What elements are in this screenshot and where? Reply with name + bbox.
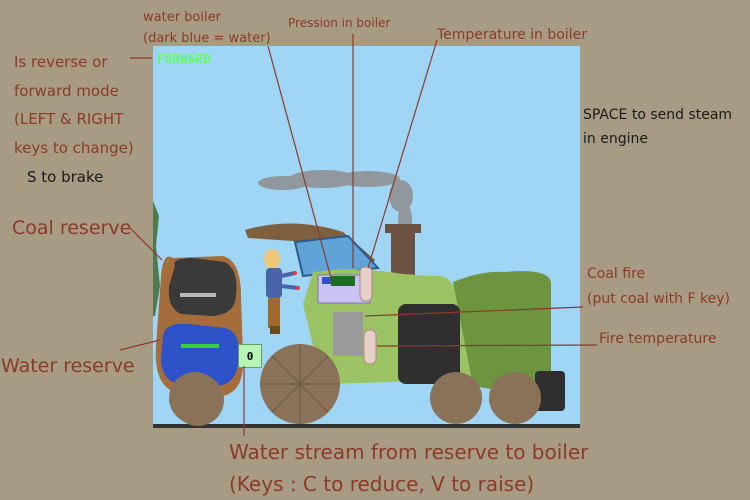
coal-reserve: [168, 258, 237, 316]
loco-wheel-front: [489, 372, 541, 424]
firebox-grille: [398, 304, 460, 384]
pression-gauge: [331, 276, 355, 286]
water-reserve-gauge: [181, 344, 219, 348]
water-reserve: [161, 323, 240, 386]
water-stream-value[interactable]: 0: [238, 344, 262, 368]
loco-wheel-mid: [430, 372, 482, 424]
space-steam-note: SPACE to send steam in engine: [583, 107, 733, 147]
water-stream-note: Water stream from reserve to boiler (Key…: [229, 440, 589, 496]
chimney-top: [385, 224, 421, 233]
fire-temperature-note: Fire temperature: [599, 331, 717, 347]
ground-line: [153, 424, 580, 428]
tender-wheel: [172, 374, 224, 426]
game-scene[interactable]: [153, 46, 580, 428]
coal-reserve-note: Coal reserve: [12, 217, 132, 239]
fire-temperature-gauge: [363, 329, 377, 365]
temperature-note: Temperature in boiler: [437, 27, 587, 43]
front-buffer: [535, 371, 565, 411]
water-reserve-note: Water reserve: [1, 355, 135, 377]
reverse-mode-note: Is reverse or forward mode (LEFT & RIGHT…: [14, 53, 134, 157]
pression-note: Pression in boiler: [288, 16, 391, 30]
coal-reserve-gauge: [180, 293, 216, 297]
direction-mode-indicator[interactable]: FORWARD: [157, 52, 212, 66]
temperature-gauge: [359, 266, 373, 302]
coal-fire-note: Coal fire (put coal with F key): [587, 266, 730, 307]
locomotive-front: [453, 271, 551, 391]
water-boiler-note: water boiler (dark blue = water): [143, 10, 271, 46]
chimney: [391, 228, 415, 276]
brake-note: S to brake: [27, 168, 104, 186]
wheel-spokes: [260, 344, 340, 424]
coal-fire-box[interactable]: [333, 312, 363, 356]
